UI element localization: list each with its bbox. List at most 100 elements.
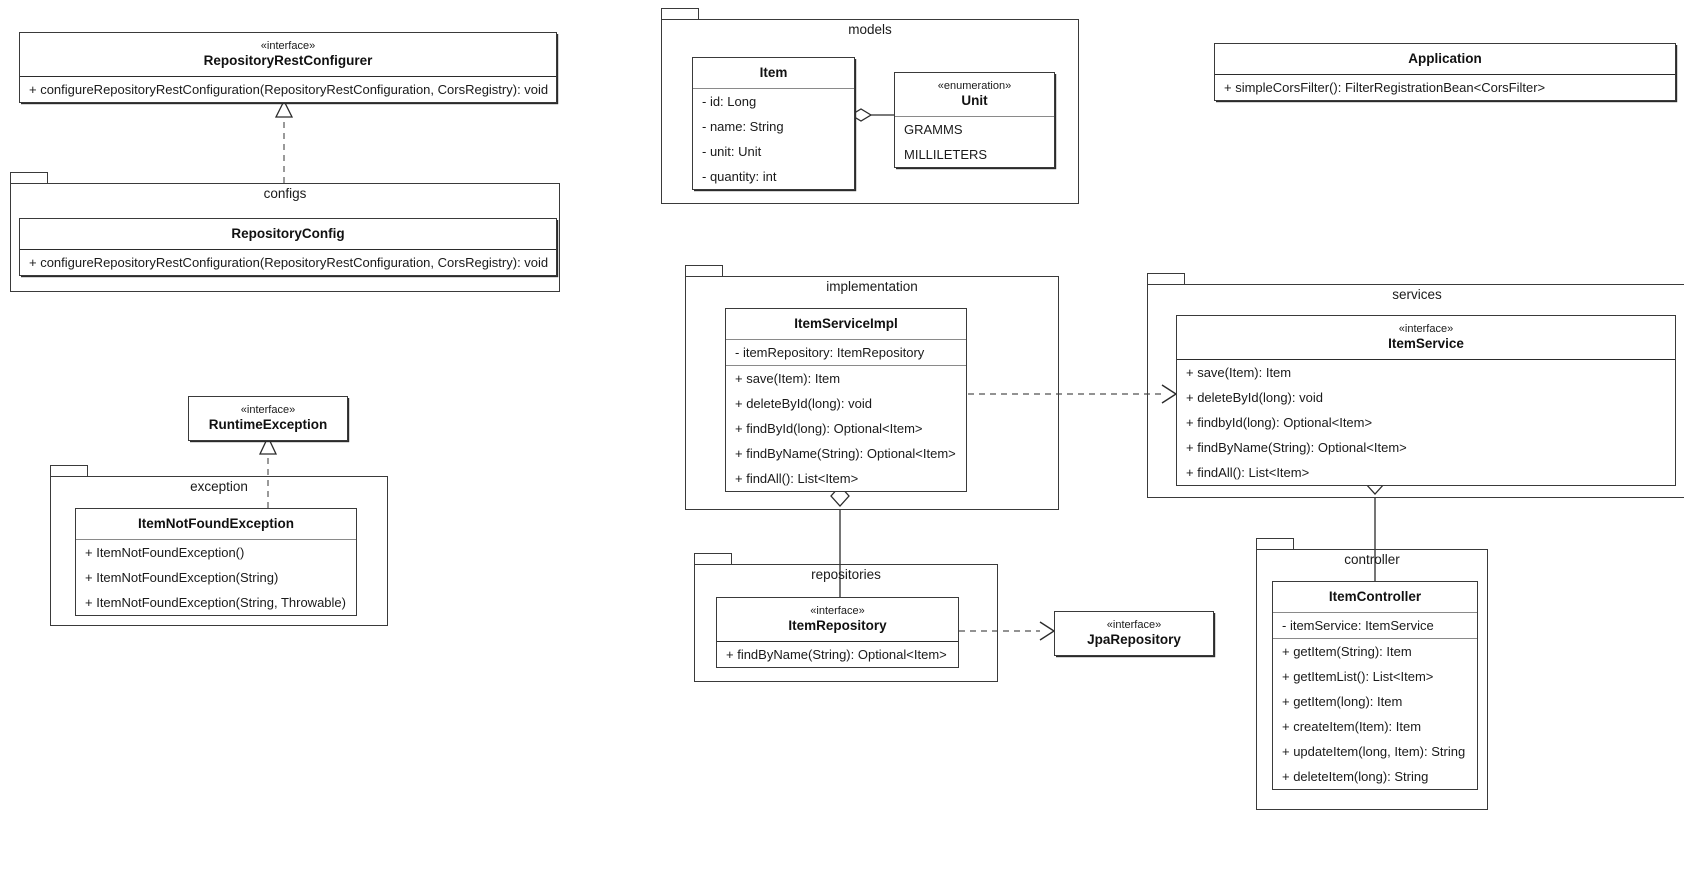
package-tab <box>1147 273 1185 284</box>
method-row: + configureRepositoryRestConfiguration(R… <box>29 82 549 97</box>
class-itemservice[interactable]: «interface» ItemService + save(Item): It… <box>1176 315 1676 486</box>
class-jparepository[interactable]: «interface» JpaRepository <box>1054 611 1214 656</box>
method-compartment: + findByName(String): Optional<Item> <box>717 642 958 667</box>
package-models: models <box>661 8 1079 204</box>
class-itemcontroller[interactable]: ItemController - itemService: ItemServic… <box>1272 581 1478 790</box>
method-row: + findByName(String): Optional<Item> <box>735 446 956 461</box>
class-name-label: Application <box>1408 51 1482 66</box>
method-compartment: + getItem(String): Item + getItemList():… <box>1273 638 1477 789</box>
package-tab <box>1256 538 1294 549</box>
package-repositories: repositories <box>694 553 998 682</box>
package-body <box>661 19 1079 204</box>
method-row: + createItem(Item): Item <box>1282 719 1422 734</box>
class-header: ItemController <box>1273 582 1477 613</box>
class-header: Application <box>1215 44 1675 75</box>
method-row: + getItem(long): Item <box>1282 694 1403 709</box>
attribute-row: - name: String <box>702 119 784 134</box>
class-name-label: Unit <box>961 93 988 108</box>
class-name-label: RepositoryRestConfigurer <box>203 53 373 68</box>
method-row: + configureRepositoryRestConfiguration(R… <box>29 255 549 270</box>
attribute-row: - itemService: ItemService <box>1282 618 1434 633</box>
package-tab <box>685 265 723 276</box>
class-name-label: ItemNotFoundException <box>138 516 294 531</box>
package-tab <box>10 172 48 183</box>
method-row: + deleteById(long): void <box>1186 390 1323 405</box>
method-compartment: + simpleCorsFilter(): FilterRegistration… <box>1215 75 1675 100</box>
package-label-implementation: implementation <box>826 279 918 294</box>
method-row: + deleteById(long): void <box>735 396 872 411</box>
class-repositoryconfig[interactable]: RepositoryConfig + configureRepositoryRe… <box>19 218 557 276</box>
class-name-label: ItemServiceImpl <box>794 316 898 331</box>
class-header: «interface» ItemService <box>1177 316 1675 360</box>
class-itemserviceimpl[interactable]: ItemServiceImpl - itemRepository: ItemRe… <box>725 308 967 492</box>
stereotype-label: «interface» <box>240 404 296 416</box>
class-item[interactable]: Item - id: Long - name: String - unit: U… <box>692 57 855 190</box>
literal-compartment: GRAMMS MILLILETERS <box>895 117 1054 167</box>
package-body <box>50 476 388 626</box>
package-label-services: services <box>1392 287 1442 302</box>
stereotype-label: «interface» <box>1398 323 1454 335</box>
enum-literal-row: MILLILETERS <box>904 147 988 162</box>
package-label-repositories: repositories <box>811 567 881 582</box>
class-name-label: Item <box>759 65 788 80</box>
attribute-row: - id: Long <box>702 94 757 109</box>
method-row: + findByName(String): Optional<Item> <box>1186 440 1407 455</box>
class-name-label: RepositoryConfig <box>231 226 345 241</box>
realization-repositoryconfig-repositoryrestconfigurer <box>274 99 294 183</box>
package-body <box>1147 284 1684 498</box>
attribute-row: - unit: Unit <box>702 144 762 159</box>
method-row: + ItemNotFoundException(String) <box>85 570 279 585</box>
package-tab <box>694 553 732 564</box>
method-row: + findByName(String): Optional<Item> <box>726 647 947 662</box>
class-header: «enumeration» Unit <box>895 73 1054 117</box>
method-row: + save(Item): Item <box>1186 365 1292 380</box>
class-header: RepositoryConfig <box>20 219 556 250</box>
method-row: + findAll(): List<Item> <box>1186 465 1310 480</box>
method-row: + findById(long): Optional<Item> <box>735 421 923 436</box>
class-header: «interface» ItemRepository <box>717 598 958 642</box>
method-row: + ItemNotFoundException() <box>85 545 245 560</box>
attribute-compartment: - itemService: ItemService <box>1273 613 1477 638</box>
enum-literal-row: GRAMMS <box>904 122 963 137</box>
package-label-controller: controller <box>1344 552 1400 567</box>
package-label-exception: exception <box>190 479 248 494</box>
method-row: + getItemList(): List<Item> <box>1282 669 1434 684</box>
class-itemnotfoundexception[interactable]: ItemNotFoundException + ItemNotFoundExce… <box>75 508 357 616</box>
package-body <box>1256 549 1488 810</box>
class-repositoryrestconfigurer[interactable]: «interface» RepositoryRestConfigurer + c… <box>19 32 557 103</box>
attribute-row: - itemRepository: ItemRepository <box>735 345 925 360</box>
class-header: ItemServiceImpl <box>726 309 966 340</box>
stereotype-label: «interface» <box>1106 619 1162 631</box>
class-name-label: ItemService <box>1388 336 1464 351</box>
package-label-models: models <box>848 22 892 37</box>
package-body <box>685 276 1059 510</box>
class-header: «interface» JpaRepository <box>1055 612 1213 655</box>
class-application[interactable]: Application + simpleCorsFilter(): Filter… <box>1214 43 1676 101</box>
package-tab <box>50 465 88 476</box>
method-compartment: + configureRepositoryRestConfiguration(R… <box>20 250 556 275</box>
class-itemrepository[interactable]: «interface» ItemRepository + findByName(… <box>716 597 959 668</box>
method-row: + ItemNotFoundException(String, Throwabl… <box>85 595 346 610</box>
package-body <box>694 564 998 682</box>
class-header: «interface» RuntimeException <box>189 397 347 440</box>
class-runtimeexception[interactable]: «interface» RuntimeException <box>188 396 348 441</box>
attribute-compartment: - id: Long - name: String - unit: Unit -… <box>693 89 854 189</box>
stereotype-label: «interface» <box>260 40 316 52</box>
class-header: ItemNotFoundException <box>76 509 356 540</box>
package-services: services <box>1147 273 1684 498</box>
class-name-label: RuntimeException <box>208 417 328 432</box>
class-unit-enumeration[interactable]: «enumeration» Unit GRAMMS MILLILETERS <box>894 72 1055 168</box>
package-exception: exception <box>50 465 388 626</box>
package-configs: configs <box>10 172 560 292</box>
class-header: «interface» RepositoryRestConfigurer <box>20 33 556 77</box>
method-row: + findAll(): List<Item> <box>735 471 859 486</box>
package-body <box>10 183 560 292</box>
class-name-label: JpaRepository <box>1087 632 1181 647</box>
method-row: + save(Item): Item <box>735 371 841 386</box>
package-label-configs: configs <box>263 186 307 201</box>
method-row: + deleteItem(long): String <box>1282 769 1429 784</box>
attribute-row: - quantity: int <box>702 169 777 184</box>
method-compartment: + ItemNotFoundException() + ItemNotFound… <box>76 540 356 615</box>
stereotype-label: «interface» <box>810 605 865 617</box>
